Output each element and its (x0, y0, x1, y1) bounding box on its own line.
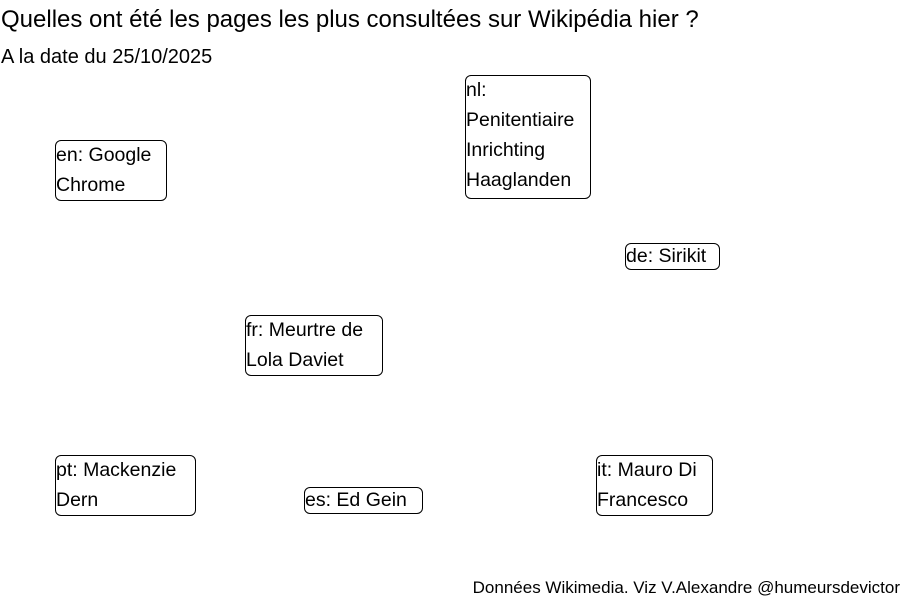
chart-title: Quelles ont été les pages les plus consu… (1, 6, 699, 33)
chart-caption: Données Wikimedia. Viz V.Alexandre @hume… (472, 578, 900, 597)
label-en-text: en: Google Chrome (56, 144, 152, 196)
label-nl: nl: Penitentiaire Inrichting Haaglanden (465, 75, 591, 199)
chart-subtitle: A la date du 25/10/2025 (1, 46, 213, 68)
label-fr: fr: Meurtre de Lola Daviet (245, 315, 383, 376)
label-fr-text: fr: Meurtre de Lola Daviet (246, 319, 364, 371)
label-es-text: es: Ed Gein (305, 489, 407, 511)
label-de: de: Sirikit (625, 243, 720, 270)
label-pt-text: pt: Mackenzie Dern (56, 459, 177, 511)
label-it: it: Mauro Di Francesco (596, 455, 713, 516)
label-it-text: it: Mauro Di Francesco (597, 459, 697, 511)
label-nl-text: nl: Penitentiaire Inrichting Haaglanden (466, 79, 575, 191)
label-en: en: Google Chrome (55, 140, 167, 201)
label-de-text: de: Sirikit (626, 245, 707, 267)
label-pt: pt: Mackenzie Dern (55, 455, 196, 516)
label-es: es: Ed Gein (304, 487, 423, 514)
